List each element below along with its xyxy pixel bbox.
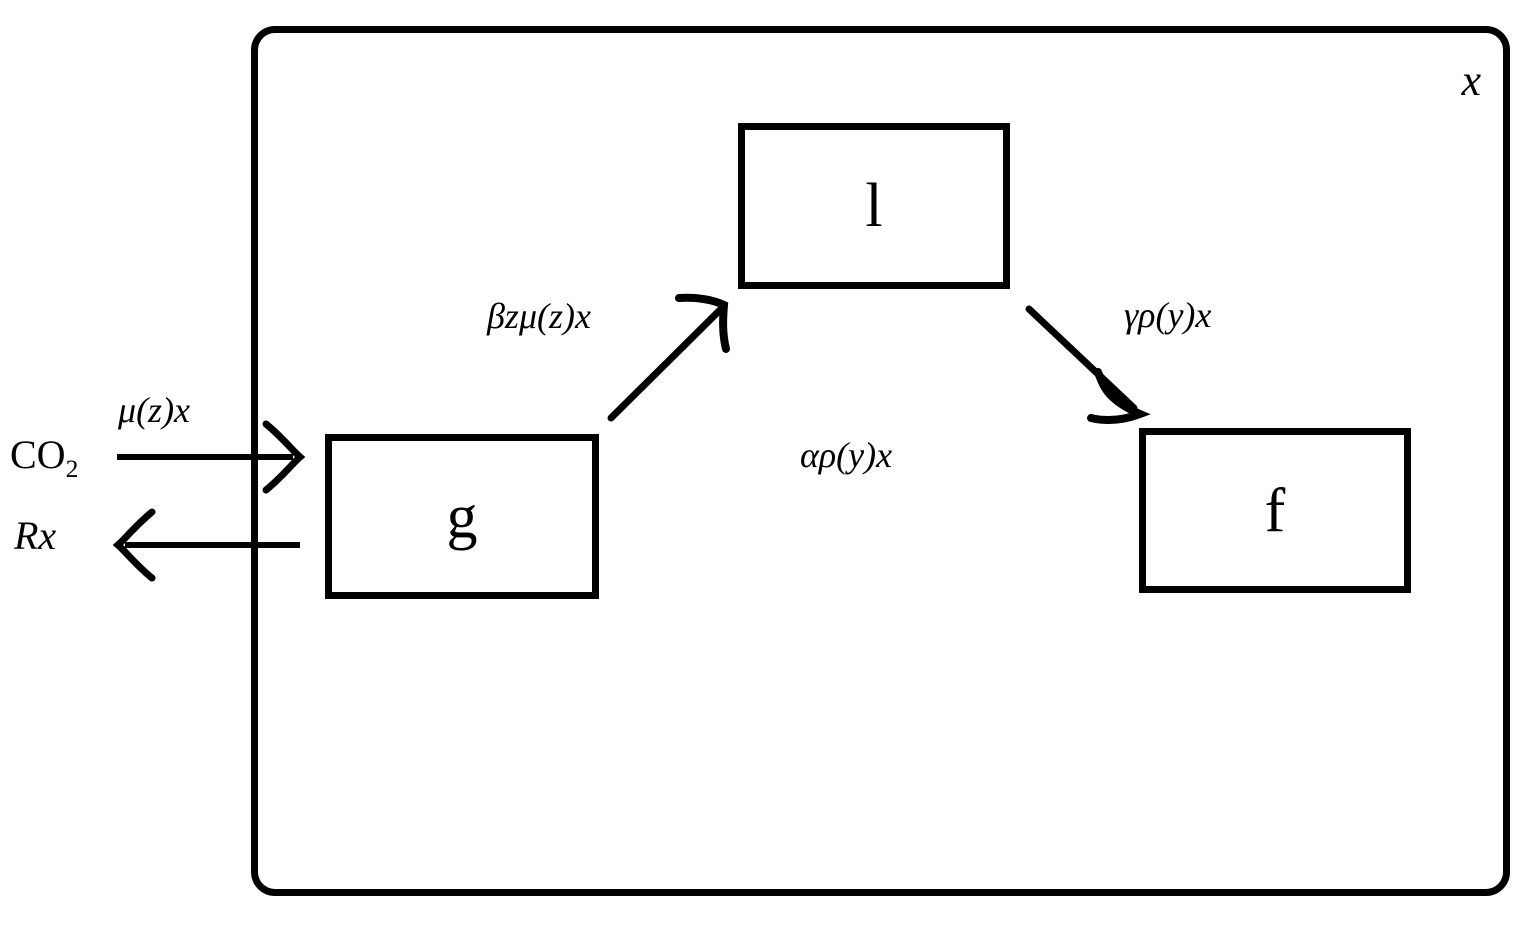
flow-label-beta: βzμ(z)x	[487, 296, 591, 336]
system-boundary-label: x	[1461, 56, 1481, 105]
flow-label-alpha: αρ(y)x	[800, 435, 893, 475]
node-label-l: l	[865, 172, 883, 240]
io-label-co2-text: CO	[10, 432, 66, 477]
node-box-f[interactable]: f	[1139, 428, 1411, 593]
node-label-g: g	[446, 482, 478, 551]
flow-label-gamma: γρ(y)x	[1124, 295, 1212, 335]
system-boundary: x	[251, 26, 1510, 896]
io-label-co2: CO2	[10, 435, 78, 482]
node-box-l[interactable]: l	[738, 123, 1010, 289]
io-label-rx: Rx	[14, 513, 57, 558]
node-label-f: f	[1264, 476, 1286, 545]
node-box-g[interactable]: g	[325, 434, 599, 599]
io-label-co2-subscript: 2	[65, 454, 79, 483]
flow-label-mu: μ(z)x	[118, 390, 191, 430]
